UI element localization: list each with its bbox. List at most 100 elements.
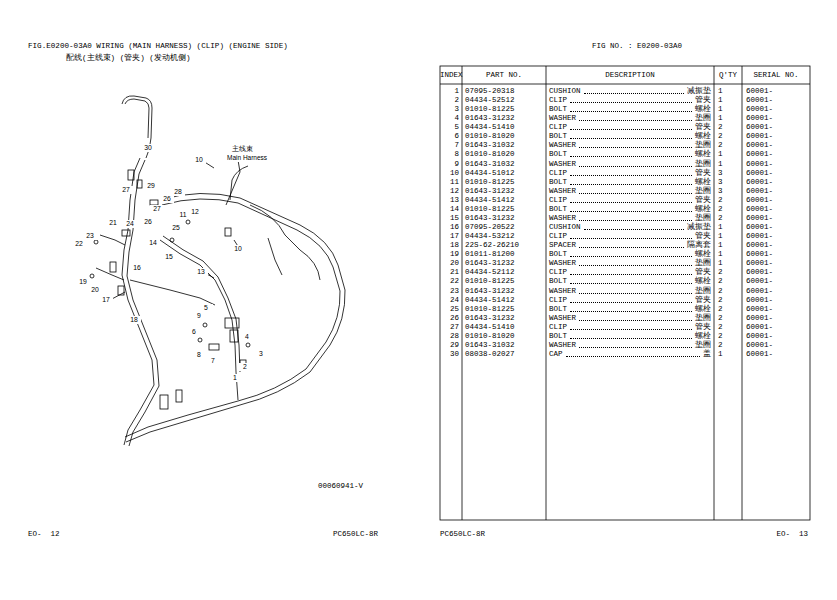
part-number-cell: 01010-81225 [465,277,515,286]
page-number: EO- 12 [28,530,60,539]
quantity-cell: 1 [718,105,723,114]
description-cn-cell: 垫圈 [695,214,711,223]
callout-number: 2 [238,363,252,371]
quantity-cell: 1 [718,232,723,241]
description-cell: CUSHION [549,223,581,232]
figure-subtitle: 配线(主线束) (管夹) (发动机侧) [66,54,190,63]
dot-leader [584,229,684,230]
index-cell: 9 [439,160,459,169]
part-number-cell: 01643-31032 [465,141,515,150]
description-cell: BOLT [549,305,567,314]
dot-leader [570,202,692,203]
part-number-cell: 01643-31232 [465,287,515,296]
dot-leader [579,265,692,266]
quantity-cell: 3 [718,169,723,178]
quantity-cell: 1 [718,250,723,259]
index-cell: 22 [439,277,459,286]
part-number-cell: 01010-81020 [465,132,515,141]
description-cell: WASHER [549,114,576,123]
quantity-cell: 2 [718,132,723,141]
callout-number: 29 [144,182,158,190]
description-cell: BOLT [549,150,567,159]
quantity-cell: 1 [718,87,723,96]
description-cn-cell: 管夹 [695,268,711,277]
description-cell: CLIP [549,96,567,105]
dot-leader [584,93,684,94]
part-number-cell: 04434-51412 [465,296,515,305]
dot-leader [570,311,692,312]
index-cell: 28 [439,332,459,341]
callout-number: 23 [83,232,97,240]
serial-cell: 60001- [746,259,773,268]
part-number-cell: 04434-52112 [465,268,515,277]
quantity-cell: 1 [718,223,723,232]
description-cn-cell: 螺栓 [695,150,711,159]
dot-leader [570,129,692,130]
serial-cell: 60001- [746,87,773,96]
dot-leader [570,302,692,303]
description-cell: BOLT [549,332,567,341]
dot-leader [579,193,692,194]
harness-label-cn: 主线束 [232,144,253,153]
description-cn-cell: 垫圈 [695,187,711,196]
callout-number: 20 [88,286,102,294]
description-cn-cell: 盖 [703,350,711,359]
dot-leader [570,329,692,330]
description-cell: CLIP [549,296,567,305]
description-cn-cell: 管夹 [695,123,711,132]
part-number-cell: 08038-02027 [465,350,515,359]
dot-leader [570,156,692,157]
column-header: Q'TY [714,71,742,80]
quantity-cell: 1 [718,96,723,105]
dot-leader [579,347,692,348]
serial-cell: 60001- [746,305,773,314]
dot-leader [566,356,700,357]
serial-cell: 60001- [746,214,773,223]
quantity-cell: 2 [718,141,723,150]
quantity-cell: 2 [718,296,723,305]
dot-leader [570,211,692,212]
description-cn-cell: 垫圈 [695,114,711,123]
serial-cell: 60001- [746,277,773,286]
callout-number: 8 [192,351,206,359]
callout-number: 3 [254,350,268,358]
quantity-cell: 2 [718,123,723,132]
description-cn-cell: 螺栓 [695,305,711,314]
part-number-cell: 07095-20522 [465,223,515,232]
part-number-cell: 04434-52512 [465,96,515,105]
description-cn-cell: 垫圈 [695,287,711,296]
description-cell: WASHER [549,287,576,296]
index-cell: 2 [439,96,459,105]
quantity-cell: 2 [718,305,723,314]
dot-leader [570,138,692,139]
callout-number: 27 [119,186,133,194]
part-number-cell: 01010-81225 [465,305,515,314]
quantity-cell: 1 [718,259,723,268]
figure-number: FIG NO. : E0200-03A0 [592,42,682,51]
dot-leader [579,220,692,221]
callout-number: 11 [176,211,190,219]
serial-cell: 60001- [746,332,773,341]
index-cell: 5 [439,123,459,132]
quantity-cell: 2 [718,214,723,223]
callout-number: 5 [199,304,213,312]
description-cell: CLIP [549,268,567,277]
index-cell: 6 [439,132,459,141]
callout-number: 26 [141,218,155,226]
callout-number: 25 [169,224,183,232]
callout-number: 12 [188,208,202,216]
description-cn-cell: 管夹 [695,296,711,305]
dot-leader [579,166,692,167]
index-cell: 14 [439,205,459,214]
index-cell: 12 [439,187,459,196]
serial-cell: 60001- [746,160,773,169]
index-cell: 18 [439,241,459,250]
index-cell: 11 [439,178,459,187]
part-number-cell: 04434-51410 [465,123,515,132]
serial-cell: 60001- [746,323,773,332]
serial-cell: 60001- [746,150,773,159]
serial-cell: 60001- [746,105,773,114]
part-number-cell: 01010-81225 [465,105,515,114]
description-cn-cell: 螺栓 [695,250,711,259]
